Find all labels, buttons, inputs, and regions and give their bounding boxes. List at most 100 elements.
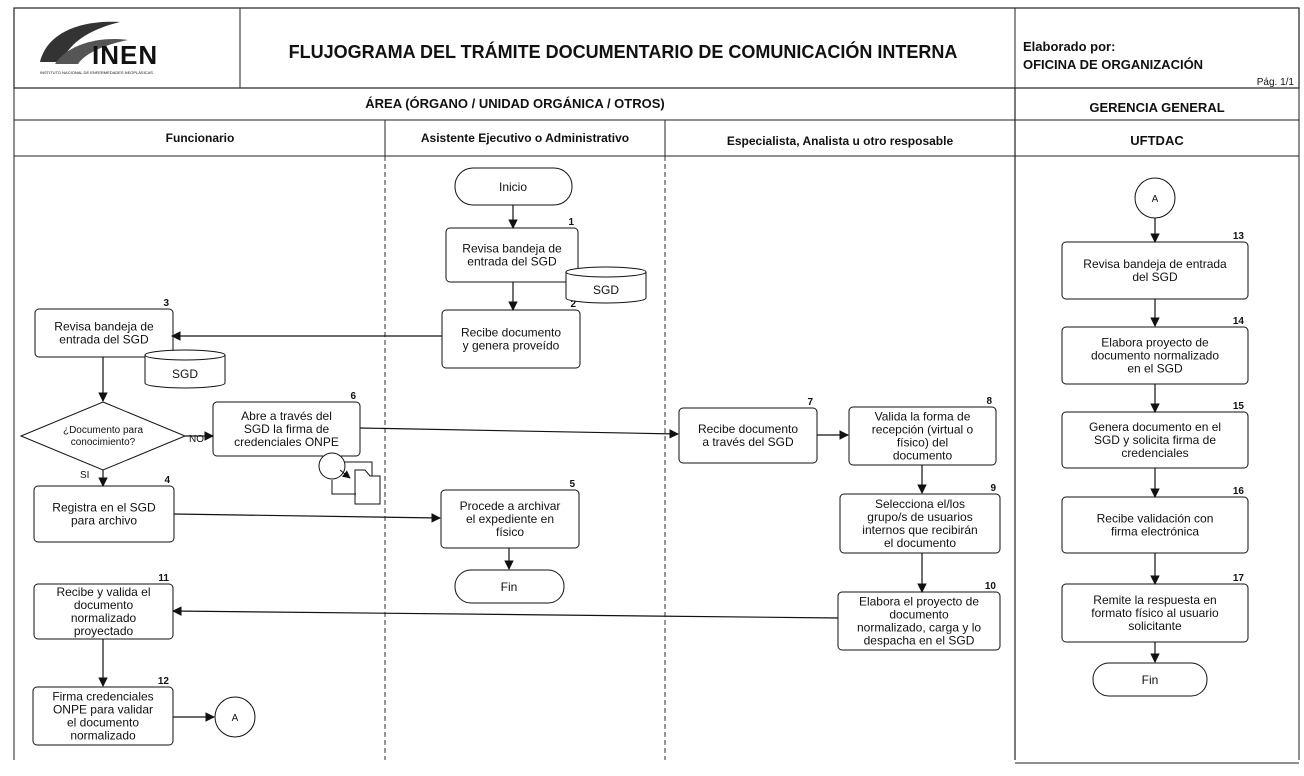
- end-terminator-2: Fin: [1092, 662, 1208, 697]
- step-number: 5: [569, 479, 575, 490]
- page-title: FLUJOGRAMA DEL TRÁMITE DOCUMENTARIO DE C…: [289, 41, 958, 62]
- step-number: 4: [164, 475, 170, 486]
- step-text-line: el expediente en: [466, 512, 554, 526]
- header-frame: [13, 7, 1300, 89]
- prepared-by: OFICINA DE ORGANIZACIÓN: [1023, 57, 1203, 72]
- step-number: 1: [568, 217, 574, 228]
- credential-token-icon: [318, 452, 381, 505]
- step-text-line: en el SGD: [1127, 362, 1183, 376]
- svg-text:SGD: SGD: [593, 283, 619, 297]
- area-right-title: GERENCIA GENERAL: [1089, 100, 1224, 115]
- flow-arrows: [98, 205, 1160, 722]
- step-text-line: del SGD: [1132, 270, 1178, 284]
- step-number: 11: [158, 573, 169, 584]
- decision-no-label: NO: [189, 434, 204, 445]
- prepared-label: Elaborado por:: [1023, 39, 1115, 54]
- step-text-line: proyectado: [74, 624, 134, 638]
- step-text-line: Remite la respuesta en: [1093, 593, 1216, 607]
- step-number: 9: [990, 483, 996, 494]
- step-text-line: documento: [893, 449, 953, 463]
- step-text-line: para archivo: [71, 514, 137, 528]
- decision-si-label: SI: [80, 470, 89, 481]
- lane-header-asistente: Asistente Ejecutivo o Administrativo: [421, 131, 629, 145]
- step-text-line: internos que recibirán: [862, 523, 977, 537]
- step-text-line: Elabora proyecto de: [1101, 336, 1209, 350]
- step-number: 16: [1233, 486, 1245, 497]
- logo-text: INEN: [92, 40, 158, 70]
- step-text-line: Recibe y valida el: [56, 585, 150, 599]
- step-text-line: ONPE para validar: [53, 703, 153, 717]
- step-text-line: Revisa bandeja de: [54, 320, 154, 334]
- step-text-line: normalizado: [70, 729, 136, 743]
- step-text-line: SGD la firma de: [244, 422, 330, 436]
- step-number: 2: [570, 299, 576, 310]
- step-text-line: credenciales ONPE: [234, 435, 339, 449]
- step-text-line: Elabora el proyecto de: [859, 595, 979, 609]
- step-text-line: a través del SGD: [702, 435, 794, 449]
- step-number: 14: [1233, 316, 1245, 327]
- step-number: 17: [1233, 573, 1245, 584]
- step-text-line: normalizado, carga y lo: [857, 621, 981, 635]
- svg-text:Inicio: Inicio: [499, 180, 527, 194]
- step-text-line: y genera proveído: [463, 339, 560, 353]
- step-text-line: Selecciona el/los: [875, 497, 965, 511]
- step-text-line: grupo/s de usuarios: [867, 510, 972, 524]
- step-text-line: formato físico al usuario: [1091, 606, 1219, 620]
- step-text-line: firma electrónica: [1111, 525, 1199, 539]
- svg-text:A: A: [232, 713, 239, 724]
- start-terminator: Inicio: [454, 167, 573, 206]
- step-number: 8: [986, 396, 992, 407]
- step-text-line: normalizado: [71, 611, 137, 625]
- step-text-line: físico: [496, 525, 524, 539]
- database-sgd-1: SGD: [565, 266, 647, 304]
- lane-header-funcionario: Funcionario: [166, 131, 235, 145]
- connector-a-out: A: [214, 696, 256, 738]
- step-text-line: Revisa bandeja de: [462, 242, 562, 256]
- step-text-line: Recibe validación con: [1097, 512, 1214, 526]
- step-text-line: Recibe documento: [461, 326, 561, 340]
- end-terminator-1: Fin: [454, 569, 565, 604]
- logo-tagline: INSTITUTO NACIONAL DE ENFERMEDADES NEOPL…: [40, 70, 153, 75]
- step-number: 6: [350, 391, 356, 402]
- step-text-line: el documento: [884, 536, 956, 550]
- step-text-line: documento: [889, 608, 949, 622]
- step-text-line: entrada del SGD: [59, 333, 149, 347]
- step-text-line: Procede a archivar: [460, 499, 561, 513]
- svg-text:Fin: Fin: [501, 580, 518, 594]
- lane-header-uftdac: UFTDAC: [1130, 133, 1184, 148]
- step-text-line: solicitante: [1128, 619, 1182, 633]
- svg-text:¿Documento para: ¿Documento para: [63, 425, 143, 436]
- database-sgd-2: SGD: [144, 349, 226, 389]
- inen-logo: INEN INSTITUTO NACIONAL DE ENFERMEDADES …: [40, 21, 158, 75]
- step-number: 10: [985, 581, 997, 592]
- step-text-line: recepción (virtual o: [872, 423, 974, 437]
- step-text-line: Valida la forma de: [875, 410, 971, 424]
- step-text-line: SGD y solicita firma de: [1094, 433, 1216, 447]
- svg-text:A: A: [1152, 194, 1159, 205]
- step-text-line: documento normalizado: [1091, 349, 1219, 363]
- step-number: 13: [1233, 231, 1245, 242]
- step-text-line: Firma credenciales: [52, 690, 153, 704]
- svg-text:Fin: Fin: [1142, 673, 1159, 687]
- step-text-line: credenciales: [1121, 446, 1188, 460]
- area-left-title: ÁREA (ÓRGANO / UNIDAD ORGÁNICA / OTROS): [365, 96, 664, 111]
- step-number: 12: [158, 676, 170, 687]
- decision-diamond: ¿Documento para conocimiento?: [19, 401, 187, 471]
- step-number: 7: [807, 397, 813, 408]
